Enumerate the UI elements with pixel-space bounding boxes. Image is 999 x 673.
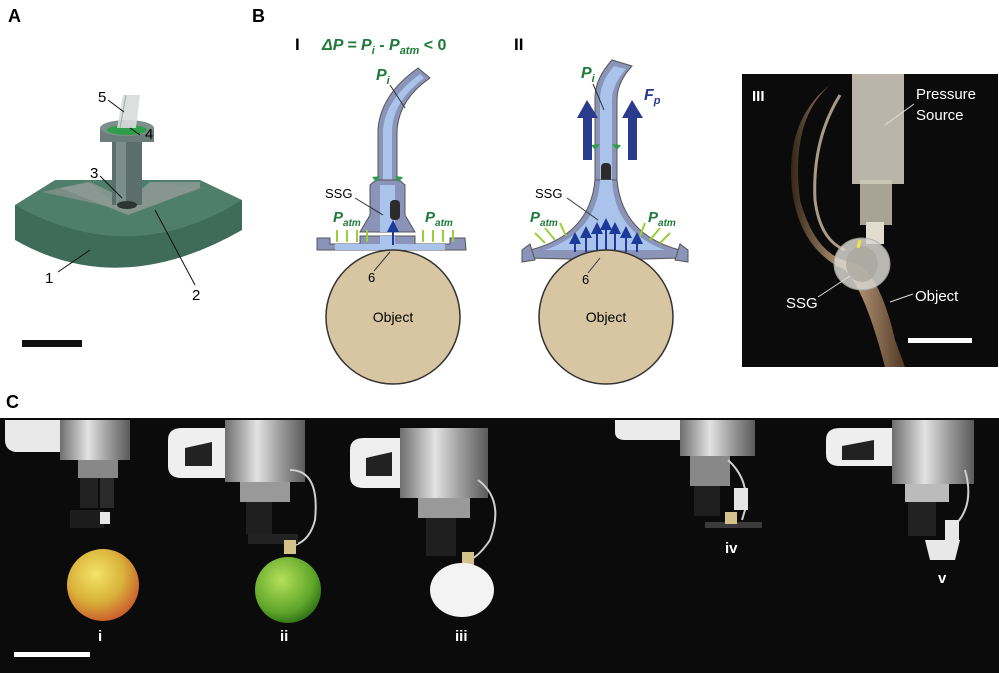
- panel-a-leader-lines: [57, 99, 196, 286]
- pressure-label: Pressure: [916, 86, 976, 103]
- callout-4: 4: [145, 126, 153, 143]
- gripper-iv: [615, 420, 762, 528]
- gripper-iii: [350, 428, 497, 617]
- object-label-i: Object: [373, 309, 414, 325]
- panel-b-ii: II: [514, 35, 689, 385]
- panel-a-label: A: [8, 6, 21, 26]
- patm-right-label-ii: Patm: [648, 209, 676, 229]
- lift-force-arrows: [577, 100, 643, 160]
- item-label-iv: iv: [725, 540, 738, 557]
- pressure-source: [852, 74, 904, 184]
- panel-b-i-label: I: [295, 35, 300, 54]
- ssg-label-ii: SSG: [535, 186, 562, 201]
- callout-6-ii: 6: [582, 272, 589, 287]
- source-label: Source: [916, 107, 964, 124]
- object-circle-i: [325, 249, 461, 385]
- object-label-iii: Object: [915, 288, 959, 305]
- panel-c-item-labels: i ii iii iv v: [98, 540, 947, 645]
- panel-b-iii-label: III: [752, 88, 765, 105]
- object-label-ii: Object: [586, 309, 627, 325]
- suction-cup-cad-model: [15, 94, 242, 268]
- gripper-i: [5, 420, 139, 621]
- callout-3: 3: [90, 165, 98, 182]
- callout-1: 1: [45, 270, 53, 287]
- pressure-equation: ΔP = Pi - Patm < 0: [321, 37, 446, 57]
- patm-right-label-i: Patm: [425, 209, 453, 229]
- ssg-label-iii: SSG: [786, 295, 818, 312]
- panel-c-label: C: [6, 392, 19, 412]
- patm-left-label-ii: Patm: [530, 209, 558, 229]
- item-label-i: i: [98, 628, 102, 645]
- panel-c: C: [0, 392, 999, 673]
- callout-5: 5: [98, 89, 106, 106]
- panel-b-iii-scale-bar: [908, 338, 972, 343]
- object-circle-ii: [538, 249, 674, 385]
- gripper-v: [826, 420, 974, 560]
- gripper-ii: [168, 420, 321, 623]
- panel-b-i: I ΔP = Pi - Patm < 0: [295, 35, 467, 385]
- pi-label-ii: Pi: [581, 65, 596, 85]
- spoon-object: [791, 85, 905, 367]
- panel-b-label: B: [252, 6, 265, 26]
- patm-left-label-i: Patm: [333, 209, 361, 229]
- fp-label: Fp: [644, 87, 661, 107]
- ssg-label-i: SSG: [325, 186, 352, 201]
- item-label-iii: iii: [455, 628, 468, 645]
- panel-c-scale-bar: [14, 652, 90, 657]
- item-label-ii: ii: [280, 628, 288, 645]
- callout-2: 2: [192, 287, 200, 304]
- panel-b: B I ΔP = Pi - Patm < 0: [252, 6, 998, 385]
- pi-label-i: Pi: [376, 67, 391, 87]
- item-label-v: v: [938, 570, 947, 587]
- callout-6-i: 6: [368, 270, 375, 285]
- panel-b-ii-label: II: [514, 35, 523, 54]
- panel-b-iii-photo: III Pressure Source SSG Object: [742, 74, 998, 367]
- panel-a: A 1 2 3 4: [8, 6, 242, 347]
- panel-a-scale-bar: [22, 340, 82, 347]
